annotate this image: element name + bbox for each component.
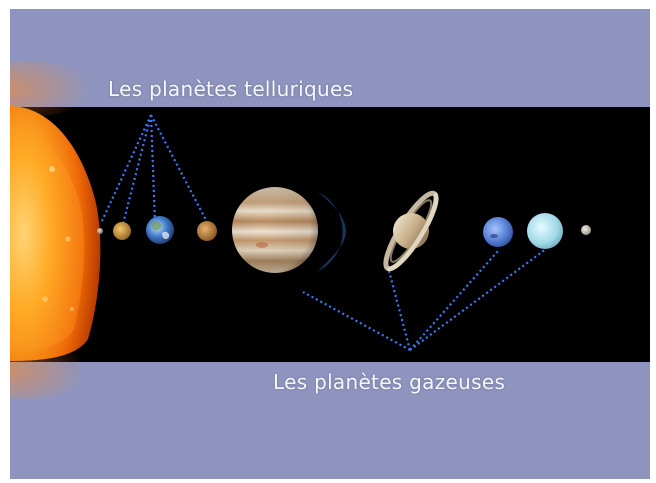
caption-terrestrial-planets: Les planètes telluriques <box>108 77 354 101</box>
terrestrial-connectors <box>101 114 208 225</box>
uranus <box>527 213 563 249</box>
sun <box>10 61 101 399</box>
mars <box>197 221 217 241</box>
neptune <box>483 217 513 247</box>
pluto <box>581 225 591 235</box>
solar-system-diagram <box>10 61 591 399</box>
gaseous-connectors <box>302 248 547 351</box>
slide: Les planètes telluriques Les planètes ga… <box>10 9 650 479</box>
earth <box>146 216 174 244</box>
saturn <box>383 190 439 272</box>
caption-gaseous-planets: Les planètes gazeuses <box>273 370 506 394</box>
mercury <box>97 228 103 234</box>
jupiter <box>232 187 346 273</box>
venus <box>113 222 131 240</box>
